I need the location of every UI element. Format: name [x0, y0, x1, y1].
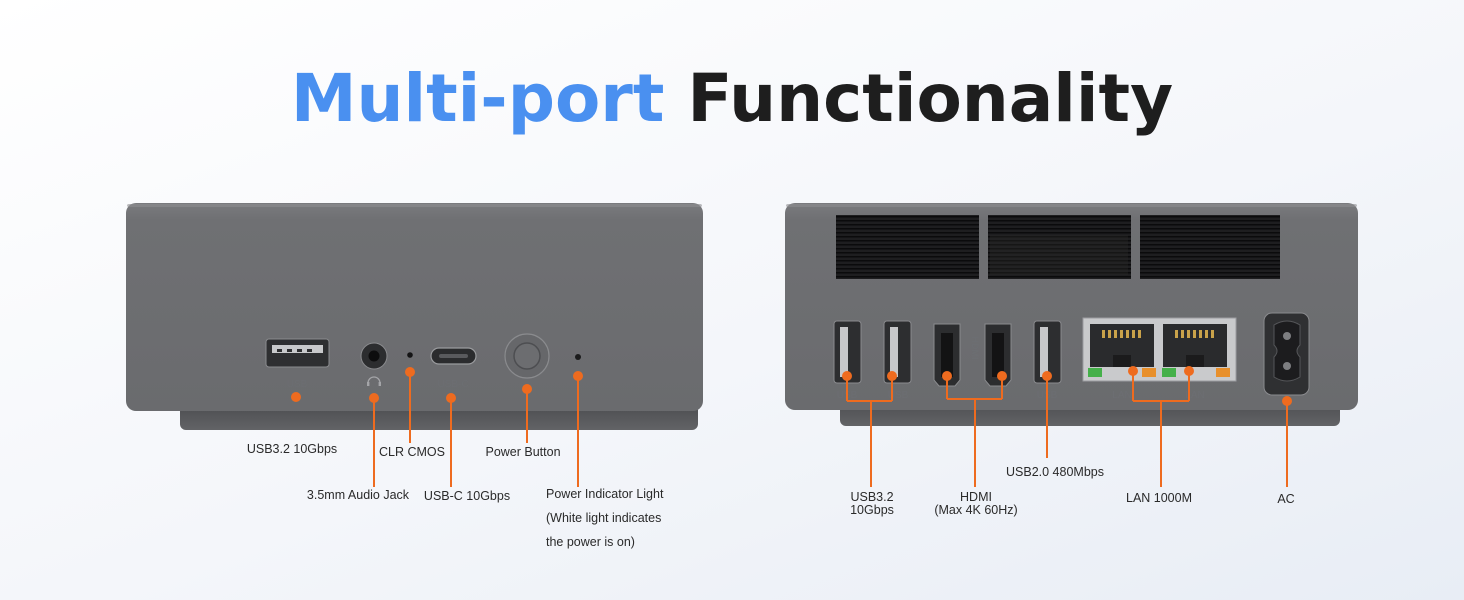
audio-jack-port: [360, 342, 388, 370]
front-usb-port-label: USB: [287, 379, 308, 390]
lan-ports: [1082, 317, 1237, 382]
callout-usb-c: USB-C 10Gbps: [423, 489, 511, 503]
hdmi-logo-label: HDMI: [970, 337, 980, 360]
rear-usb-port-2: [883, 320, 912, 384]
headphone-icon: [367, 376, 381, 386]
front-usb-c-port-label: USB-C: [437, 379, 468, 390]
page-title: Multi-port Functionality: [0, 54, 1464, 144]
callout-ac: AC: [1277, 492, 1295, 506]
callout-power-light-line2: (White light indicates: [546, 511, 662, 525]
callout-power-light-line3: the power is on): [546, 535, 635, 549]
callout-power-light: Power Indicator Light (White light indic…: [546, 482, 663, 554]
front-usb-c-port: [430, 347, 477, 365]
callout-lan: LAN 1000M: [1125, 491, 1193, 505]
callout-usb32-front: USB3.2 10Gbps: [246, 442, 338, 456]
front-usb-port: [265, 338, 330, 368]
callout-usb20: USB2.0 480Mbps: [1006, 465, 1104, 479]
power-button[interactable]: [504, 333, 550, 379]
lan-label-1: LAN: [1112, 390, 1131, 401]
callout-clr-cmos: CLR CMOS: [379, 445, 445, 459]
clr-cmos-hole[interactable]: [407, 352, 413, 358]
title-rest: Functionality: [687, 60, 1174, 137]
rear-usb-label-2: USB: [888, 390, 909, 401]
callout-hdmi-line1: HDMI: [960, 490, 992, 504]
callout-usb32-rear-line2: 10Gbps: [850, 503, 894, 517]
callout-power-light-line1: Power Indicator Light: [546, 487, 664, 501]
callout-audio-jack: 3.5mm Audio Jack: [306, 488, 410, 502]
ac-power-inlet: [1263, 312, 1310, 396]
hdmi-port-1: [933, 323, 961, 387]
power-indicator-light: [575, 354, 581, 360]
callout-hdmi-line2: (Max 4K 60Hz): [934, 503, 1018, 517]
rear-vents: [836, 215, 1280, 279]
callout-usb32-rear-line1: USB3.2: [850, 490, 894, 504]
callout-power-button: Power Button: [485, 445, 561, 459]
callout-usb32-rear: USB3.2 10Gbps: [850, 491, 894, 517]
hdmi-port-2: [984, 323, 1012, 387]
rear-callout-lines: [842, 366, 1292, 487]
lan-label-2: LAN: [1185, 390, 1204, 401]
front-callout-lines: [291, 367, 583, 487]
callout-hdmi: HDMI (Max 4K 60Hz): [934, 491, 1017, 517]
title-highlight: Multi-port: [290, 60, 665, 137]
